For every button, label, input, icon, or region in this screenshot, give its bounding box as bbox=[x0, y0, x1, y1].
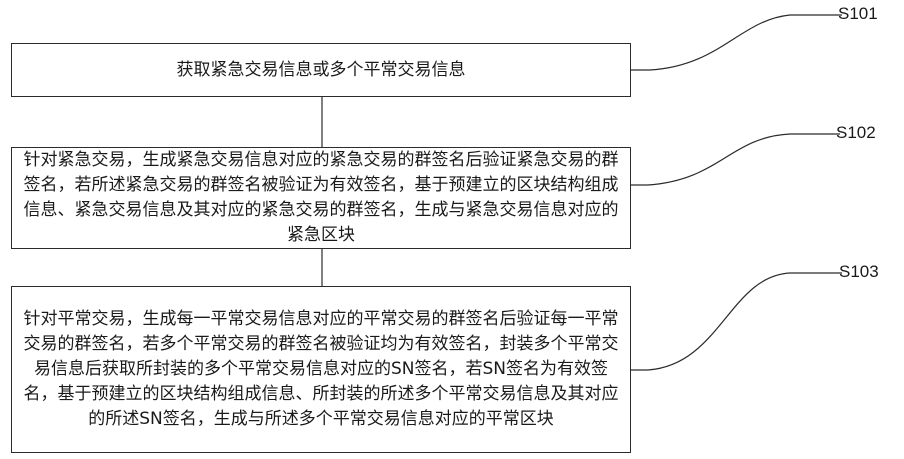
step-label-s103: S103 bbox=[839, 262, 879, 282]
step-text-s103: 针对平常交易，生成每一平常交易信息对应的平常交易的群签名后验证每一平常交易的群签… bbox=[18, 307, 624, 432]
leader-line-s103 bbox=[631, 273, 842, 370]
step-box-s102: 针对紧急交易，生成紧急交易信息对应的紧急交易的群签名后验证紧急交易的群签名，若所… bbox=[11, 147, 631, 249]
step-text-s102: 针对紧急交易，生成紧急交易信息对应的紧急交易的群签名后验证紧急交易的群签名，若所… bbox=[18, 148, 624, 248]
step-text-s101: 获取紧急交易信息或多个平常交易信息 bbox=[177, 58, 466, 83]
step-box-s103: 针对平常交易，生成每一平常交易信息对应的平常交易的群签名后验证每一平常交易的群签… bbox=[11, 286, 631, 453]
step-box-s101: 获取紧急交易信息或多个平常交易信息 bbox=[11, 43, 631, 97]
step-label-s102: S102 bbox=[836, 123, 876, 143]
leader-line-s102 bbox=[631, 134, 840, 185]
step-label-s101: S101 bbox=[838, 4, 878, 24]
leader-line-s101 bbox=[631, 15, 842, 70]
